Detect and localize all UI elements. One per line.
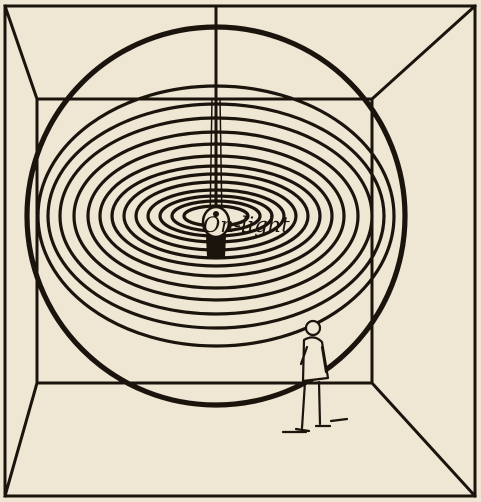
observer-head <box>306 321 320 335</box>
lamp-socket <box>206 236 226 257</box>
lamp-label: On-light <box>203 213 290 237</box>
observer-right-leg <box>319 382 320 424</box>
